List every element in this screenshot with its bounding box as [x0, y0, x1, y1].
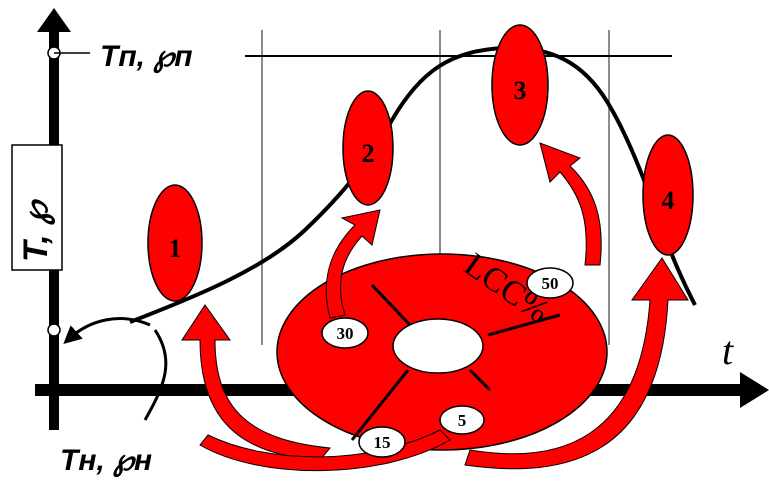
y-axis-start-marker — [48, 324, 60, 336]
ring-hole — [393, 319, 483, 373]
return-arrow — [70, 319, 150, 338]
stage-number-4: 4 — [662, 186, 675, 215]
y-axis-label: T, ℘ — [17, 198, 56, 262]
segment-value-5: 5 — [458, 411, 467, 430]
initial-level-label: Tн, ℘н — [60, 444, 152, 478]
segment-value-50: 50 — [542, 274, 559, 293]
segment-value-15: 15 — [374, 433, 391, 452]
stage-number-3: 3 — [514, 76, 527, 105]
return-arrow-tail — [145, 330, 166, 420]
y-axis-arrowhead — [37, 8, 71, 32]
x-axis-label: t — [722, 328, 734, 373]
segment-value-30: 30 — [337, 324, 354, 343]
x-axis-arrowhead — [740, 372, 769, 408]
top-level-label: Tп, ℘п — [100, 40, 193, 74]
arrow-to-stage-3 — [540, 143, 601, 265]
stage-number-2: 2 — [362, 139, 375, 168]
stage-number-1: 1 — [169, 234, 182, 263]
